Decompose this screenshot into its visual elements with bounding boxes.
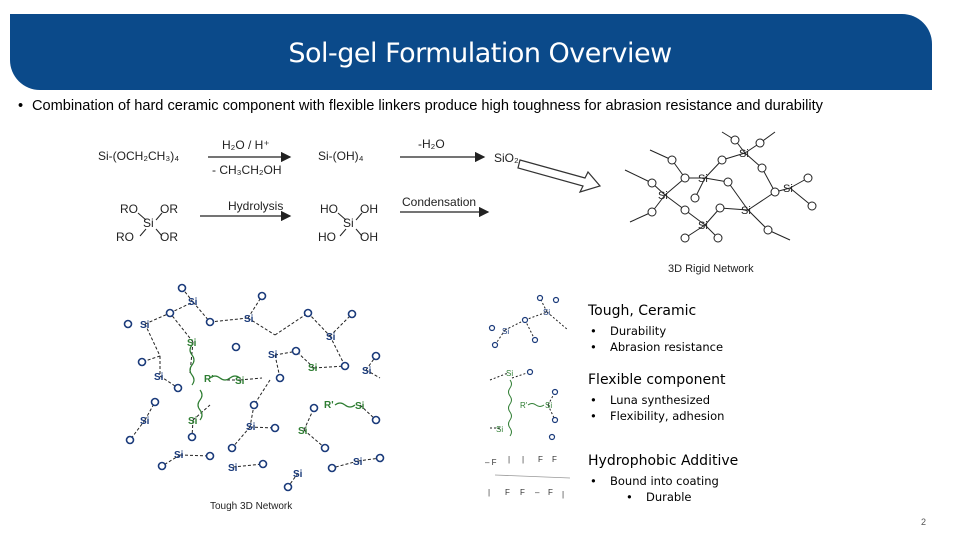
svg-text:OH: OH bbox=[360, 202, 378, 216]
panel-subitem: Durable bbox=[588, 489, 738, 505]
svg-text:Si: Si bbox=[298, 426, 308, 437]
svg-text:Si: Si bbox=[187, 338, 197, 349]
svg-text:Si: Si bbox=[545, 401, 552, 410]
reactant-formula: Si-(OCH₂CH₃)₄ bbox=[98, 149, 179, 163]
svg-text:Si: Si bbox=[496, 425, 503, 434]
arrow1-top-label: H₂O / H⁺ bbox=[222, 138, 270, 152]
panel-heading: Flexible component bbox=[588, 372, 726, 388]
svg-text:F: F bbox=[552, 455, 557, 464]
svg-text:Si: Si bbox=[154, 372, 164, 383]
panel-item: Bound into coating bbox=[588, 473, 738, 489]
page-number: 2 bbox=[920, 517, 926, 527]
svg-text:OR: OR bbox=[160, 230, 178, 244]
svg-text:Si: Si bbox=[244, 314, 254, 325]
svg-text:Si: Si bbox=[543, 308, 550, 317]
svg-text:Si: Si bbox=[268, 350, 278, 361]
svg-text:Si: Si bbox=[188, 416, 198, 427]
bullet-dot: • bbox=[18, 98, 24, 114]
svg-text:|: | bbox=[522, 455, 524, 464]
svg-text:–: – bbox=[535, 488, 540, 497]
product-formula: SiO₂ bbox=[494, 151, 519, 165]
panel-tough-ceramic: Tough, Ceramic Durability Abrasion resis… bbox=[588, 303, 723, 355]
tough-network-label: Tough 3D Network bbox=[210, 501, 293, 512]
transition-arrow bbox=[517, 159, 602, 193]
svg-text:Si: Si bbox=[228, 463, 238, 474]
panel-heading: Tough, Ceramic bbox=[588, 303, 697, 319]
svg-text:Si: Si bbox=[698, 173, 708, 185]
svg-text:Si: Si bbox=[326, 332, 336, 343]
svg-text:Si: Si bbox=[741, 205, 751, 217]
svg-text:Si: Si bbox=[355, 401, 365, 412]
svg-text:Si: Si bbox=[246, 422, 256, 433]
svg-text:Si: Si bbox=[143, 216, 154, 230]
svg-text:Si: Si bbox=[783, 183, 793, 195]
panel-item: Durability bbox=[588, 323, 723, 339]
svg-text:Si: Si bbox=[698, 220, 708, 232]
slide-title: Sol-gel Formulation Overview bbox=[288, 38, 672, 69]
svg-text:|: | bbox=[488, 488, 490, 497]
svg-text:F: F bbox=[548, 488, 553, 497]
svg-text:|: | bbox=[508, 455, 510, 464]
main-bullet: • Combination of hard ceramic component w… bbox=[18, 98, 823, 114]
main-bullet-text: Combination of hard ceramic component wi… bbox=[32, 98, 823, 114]
svg-text:R': R' bbox=[324, 400, 334, 411]
intermediate-formula: Si-(OH)₄ bbox=[318, 149, 364, 163]
svg-text:OH: OH bbox=[360, 230, 378, 244]
panel-item: Abrasion resistance bbox=[588, 339, 723, 355]
svg-text:Si: Si bbox=[174, 450, 184, 461]
svg-text:HO: HO bbox=[318, 230, 336, 244]
svg-text:Si: Si bbox=[362, 366, 372, 377]
svg-text:R': R' bbox=[204, 374, 214, 385]
panel-heading: Hydrophobic Additive bbox=[588, 453, 739, 469]
arrow2-top-label: -H₂O bbox=[418, 137, 445, 151]
title-banner bbox=[10, 14, 932, 90]
arrow1-bottom-label: - CH₃CH₂OH bbox=[212, 163, 282, 177]
svg-text:Si: Si bbox=[140, 416, 150, 427]
panel-hydrophobic-additive: Hydrophobic Additive Bound into coating … bbox=[588, 453, 738, 505]
svg-text:R': R' bbox=[520, 401, 528, 410]
svg-text:Si: Si bbox=[502, 327, 509, 336]
svg-text:F: F bbox=[505, 488, 510, 497]
panel-flexible-component: Flexible component Luna synthesized Flex… bbox=[588, 372, 726, 424]
svg-text:Si: Si bbox=[739, 148, 749, 160]
svg-text:Si: Si bbox=[188, 297, 198, 308]
svg-text:RO: RO bbox=[116, 230, 134, 244]
hydrolysis-label: Hydrolysis bbox=[228, 199, 283, 213]
svg-text:Si: Si bbox=[308, 363, 318, 374]
svg-text:RO: RO bbox=[120, 202, 138, 216]
svg-text:OR: OR bbox=[160, 202, 178, 216]
panel-item: Flexibility, adhesion bbox=[588, 408, 726, 424]
svg-text:|: | bbox=[562, 490, 564, 499]
svg-text:Si: Si bbox=[235, 376, 245, 387]
svg-text:Si: Si bbox=[293, 469, 303, 480]
condensation-label: Condensation bbox=[402, 195, 476, 209]
svg-text:F: F bbox=[538, 455, 543, 464]
svg-text:– F: – F bbox=[485, 458, 497, 467]
panel-item: Luna synthesized bbox=[588, 392, 726, 408]
rigid-network-label: 3D Rigid Network bbox=[668, 263, 754, 275]
svg-text:Si: Si bbox=[506, 369, 513, 378]
svg-text:Si: Si bbox=[658, 190, 668, 202]
svg-text:HO: HO bbox=[320, 202, 338, 216]
svg-text:F: F bbox=[520, 488, 525, 497]
svg-text:Si: Si bbox=[343, 216, 354, 230]
svg-text:Si: Si bbox=[353, 457, 363, 468]
svg-text:Si: Si bbox=[140, 320, 150, 331]
